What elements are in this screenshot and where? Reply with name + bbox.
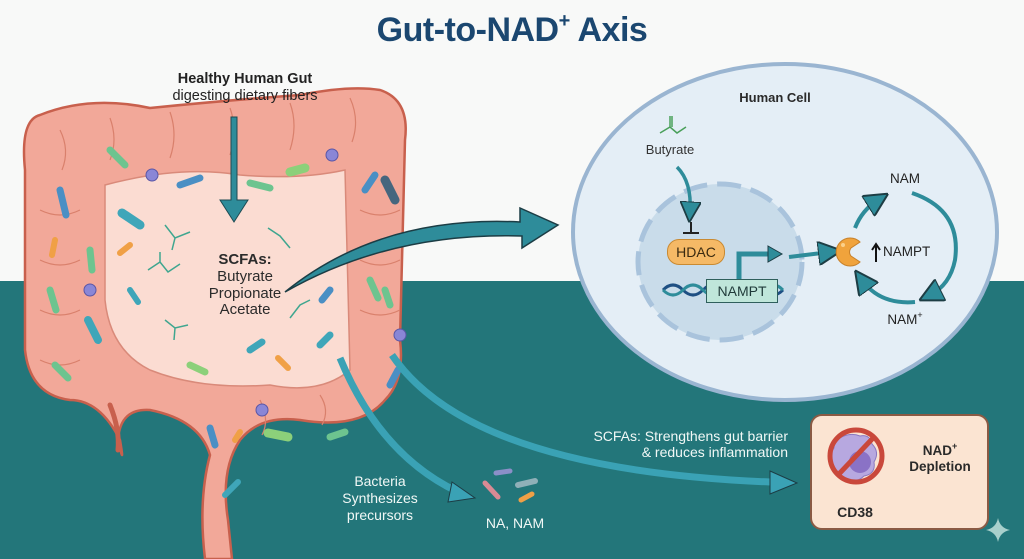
scfa-molecules	[147, 224, 311, 341]
scfa-list: SCFAs: Butyrate Propionate Acetate	[190, 251, 300, 319]
cycle-arrow-to-nam	[853, 200, 878, 229]
nampt-enzyme-label: NAMPT	[883, 244, 931, 259]
barrier-arrowhead	[769, 470, 799, 495]
scfa-item: Propionate	[208, 284, 282, 302]
appendix	[107, 402, 121, 453]
inhibition-bar	[683, 222, 699, 234]
cycle-arrow-namplus-to-enzyme	[862, 280, 916, 305]
precursor-bacteria-icons	[482, 468, 538, 503]
nad-depletion-label: NAD+Depletion	[909, 441, 971, 474]
sparkle-icon	[986, 518, 1010, 542]
cell-title: Human Cell	[739, 90, 811, 105]
colon-lumen	[104, 169, 351, 389]
butyrate-inhibit-arrow	[675, 165, 690, 212]
nam-plus-label: NAM+	[887, 310, 923, 327]
gut-heading: Healthy Human Gut digesting dietary fibe…	[120, 71, 370, 104]
butyrate-molecule-icon	[659, 116, 687, 134]
gut-heading-title: Healthy Human Gut	[177, 71, 313, 87]
immune-cells	[83, 148, 407, 417]
to-enzyme-arrow	[788, 252, 830, 257]
gut-bacteria	[46, 146, 402, 498]
gene-expression-arrow	[736, 251, 770, 280]
prohibition-slash	[836, 435, 876, 477]
scfa-item: Acetate	[219, 301, 271, 319]
nam-label: NAM	[890, 171, 920, 186]
precursor-arrowhead	[447, 481, 477, 503]
precursors-label: NA, NAM	[485, 515, 545, 531]
barrier-caption: SCFAs: Strengthens gut barrier& reduces …	[593, 428, 788, 461]
nampt-up-arrow-icon	[871, 242, 881, 262]
gut-heading-subtitle: digesting dietary fibers	[172, 87, 318, 104]
precursor-arrow	[336, 356, 460, 496]
butyrate-label: Butyrate	[645, 142, 695, 157]
scfa-item: Butyrate	[217, 267, 273, 285]
barrier-arrow	[389, 353, 771, 486]
cd38-label: CD38	[837, 504, 873, 520]
nampt-gene-box: NAMPT	[706, 279, 778, 303]
fiber-down-arrow	[219, 116, 249, 223]
cycle-arrow-nam-to-namplus	[911, 191, 958, 295]
enzyme-highlight	[841, 243, 845, 247]
haustra-lines	[39, 97, 401, 436]
human-cell	[571, 62, 999, 402]
scfa-to-cell-arrow	[284, 206, 560, 293]
hdac-enzyme: HDAC	[667, 239, 725, 265]
gene-expression-arrowhead	[767, 245, 784, 263]
scfa-heading: SCFAs:	[218, 251, 272, 268]
prohibition-circle	[827, 427, 885, 485]
cd38-blocked-cell-icon	[827, 427, 885, 485]
colon-illustration	[22, 87, 407, 559]
page-title: Gut-to-NAD+ Axis	[376, 10, 648, 49]
